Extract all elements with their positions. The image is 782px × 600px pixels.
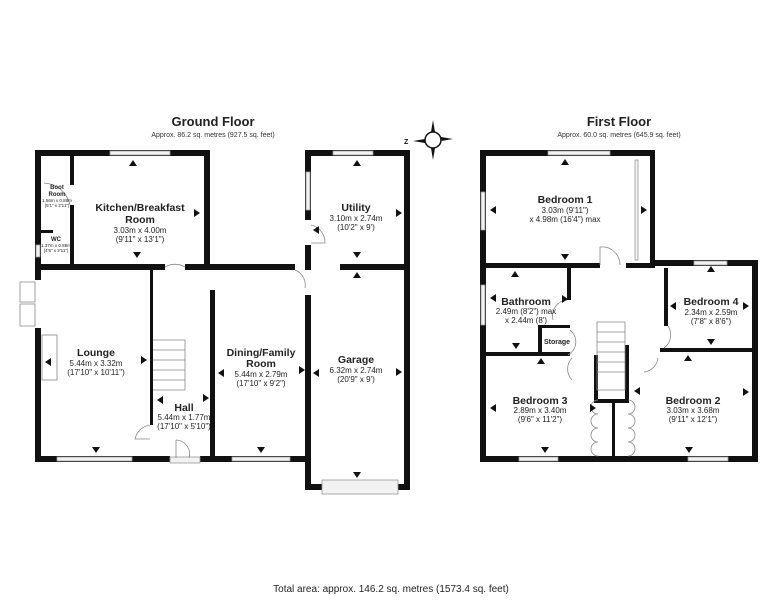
room-bathroom: Bathroom 2.49m (8'2") max x 2.44m (8'): [496, 296, 556, 325]
svg-text:(7'8" x 8'6"): (7'8" x 8'6"): [691, 317, 732, 326]
svg-text:Hall: Hall: [174, 402, 193, 414]
svg-text:(17'10" x 9'2"): (17'10" x 9'2"): [236, 379, 286, 388]
svg-text:3.03m (9'11"): 3.03m (9'11"): [542, 206, 589, 215]
room-kitchen: Kitchen/Breakfast Room 3.03m x 4.00m (9'…: [95, 202, 185, 244]
svg-text:2.34m x 2.59m: 2.34m x 2.59m: [685, 308, 738, 317]
svg-text:5.44m x 1.77m: 5.44m x 1.77m: [158, 413, 211, 422]
svg-text:(17'10" x 5'10"): (17'10" x 5'10"): [157, 422, 211, 431]
svg-text:Room: Room: [246, 358, 276, 370]
room-storage: Storage: [544, 339, 570, 346]
svg-text:2.89m x 3.40m: 2.89m x 3.40m: [514, 406, 567, 415]
first-floor-title: First Floor: [587, 114, 651, 129]
svg-text:Dining/Family: Dining/Family: [227, 347, 296, 359]
svg-text:5.44m x 3.32m: 5.44m x 3.32m: [70, 359, 123, 368]
svg-text:WC: WC: [51, 237, 62, 243]
svg-text:x 2.44m (8'): x 2.44m (8'): [505, 316, 547, 325]
svg-text:Storage: Storage: [544, 339, 570, 346]
svg-text:Utility: Utility: [341, 202, 370, 214]
room-garage: Garage 6.32m x 2.74m (20'9" x 9'): [330, 354, 383, 384]
svg-text:3.03m x 4.00m: 3.03m x 4.00m: [114, 226, 167, 235]
svg-text:(20'9" x 9'): (20'9" x 9'): [337, 375, 375, 384]
first-floor-arrows: [490, 159, 749, 453]
room-bedroom-4: Bedroom 4 2.34m x 2.59m (7'8" x 8'6"): [684, 296, 739, 326]
compass-label: Z: [404, 139, 409, 146]
ground-floor-windows: [35, 150, 399, 495]
room-bedroom-2: Bedroom 2 3.03m x 3.68m (9'11" x 12'1"): [666, 395, 721, 424]
first-floor-windows: [480, 150, 729, 462]
svg-text:(17'10" x 10'11"): (17'10" x 10'11"): [67, 368, 125, 377]
room-boot-room: Boot Room 1.56m x 0.88m (5'1" x 2'11"): [42, 185, 72, 208]
svg-text:(9'11" x 13'1"): (9'11" x 13'1"): [116, 235, 165, 244]
room-bedroom-1: Bedroom 1 3.03m (9'11") x 4.98m (16'4") …: [529, 194, 600, 224]
ground-floor-title: Ground Floor: [171, 114, 254, 129]
room-dining: Dining/Family Room 5.44m x 2.79m (17'10"…: [227, 347, 296, 388]
ground-floor-walls: [35, 150, 410, 490]
svg-text:Bedroom 3: Bedroom 3: [513, 395, 568, 407]
svg-text:Garage: Garage: [338, 354, 374, 366]
svg-text:Kitchen/Breakfast: Kitchen/Breakfast: [95, 202, 185, 214]
svg-text:Bedroom 1: Bedroom 1: [538, 194, 593, 206]
svg-text:Bedroom 2: Bedroom 2: [666, 395, 721, 407]
ground-floor-arrows: [45, 160, 402, 478]
svg-text:(4'6" x 2'11"): (4'6" x 2'11"): [44, 248, 69, 253]
svg-text:(9'6" x 11'2"): (9'6" x 11'2"): [518, 415, 562, 424]
svg-text:2.49m (8'2") max: 2.49m (8'2") max: [496, 307, 556, 316]
compass-icon: Z: [404, 120, 453, 160]
ground-floor-doors: [19, 182, 326, 459]
svg-text:(10'2" x 9'): (10'2" x 9'): [337, 223, 375, 232]
svg-text:Room: Room: [125, 214, 155, 226]
svg-text:Bedroom 4: Bedroom 4: [684, 296, 739, 308]
room-hall: Hall 5.44m x 1.77m (17'10" x 5'10"): [157, 402, 211, 431]
svg-text:Lounge: Lounge: [77, 347, 115, 359]
svg-text:1.56m x 0.88m: 1.56m x 0.88m: [42, 198, 72, 203]
svg-text:(5'1" x 2'11"): (5'1" x 2'11"): [45, 203, 70, 208]
svg-text:3.10m x 2.74m: 3.10m x 2.74m: [330, 214, 383, 223]
ground-floor-area: Approx. 86.2 sq. metres (927.5 sq. feet): [151, 132, 274, 139]
room-utility: Utility 3.10m x 2.74m (10'2" x 9'): [330, 202, 383, 232]
first-floor: First Floor Approx. 60.0 sq. metres (645…: [480, 114, 758, 462]
svg-text:3.03m x 3.68m: 3.03m x 3.68m: [667, 406, 720, 415]
svg-text:Room: Room: [49, 192, 66, 198]
first-floor-area: Approx. 60.0 sq. metres (645.9 sq. feet): [557, 132, 680, 139]
room-bedroom-3: Bedroom 3 2.89m x 3.40m (9'6" x 11'2"): [513, 395, 568, 424]
svg-text:6.32m x 2.74m: 6.32m x 2.74m: [330, 366, 383, 375]
total-area: Total area: approx. 146.2 sq. metres (15…: [273, 584, 509, 595]
ground-floor: Ground Floor Approx. 86.2 sq. metres (92…: [19, 114, 410, 495]
room-wc: WC 1.37m x 0.88m (4'6" x 2'11"): [41, 237, 71, 253]
svg-text:5.44m x 2.79m: 5.44m x 2.79m: [235, 370, 288, 379]
svg-text:1.37m x 0.88m: 1.37m x 0.88m: [41, 243, 71, 248]
first-floor-doors: [552, 246, 672, 457]
svg-text:Bathroom: Bathroom: [501, 296, 551, 308]
svg-text:(9'11" x 12'1"): (9'11" x 12'1"): [669, 415, 718, 424]
svg-text:x 4.98m (16'4") max: x 4.98m (16'4") max: [529, 215, 600, 224]
room-lounge: Lounge 5.44m x 3.32m (17'10" x 10'11"): [67, 347, 125, 377]
svg-text:Boot: Boot: [50, 185, 64, 191]
